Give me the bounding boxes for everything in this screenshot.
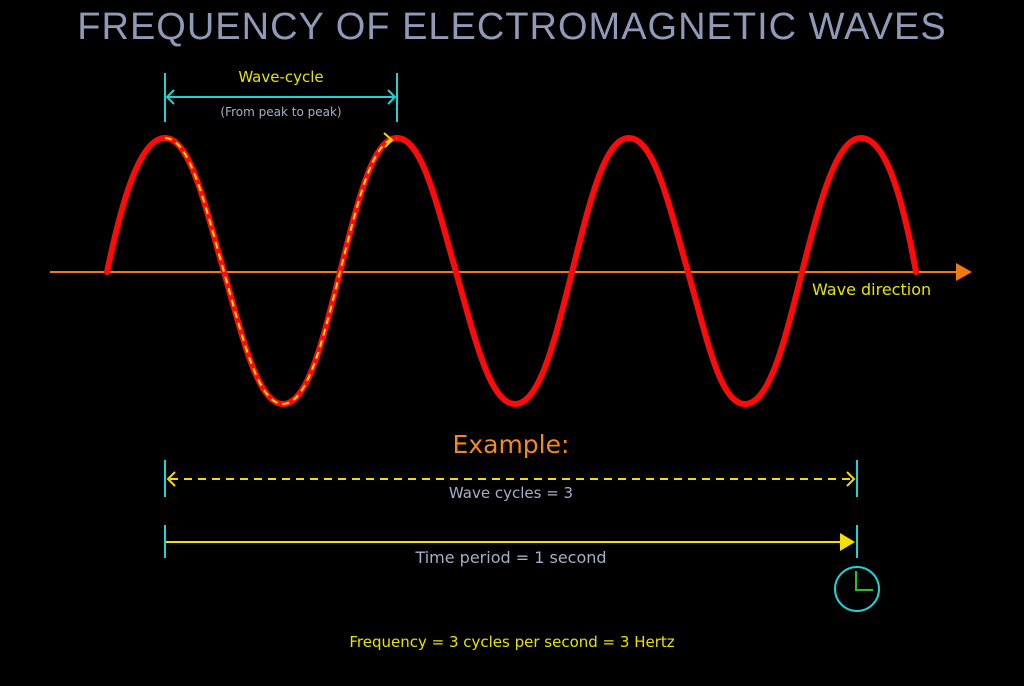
wave-cycle-label: Wave-cycle (238, 68, 324, 86)
page-title: FREQUENCY OF ELECTROMAGNETIC WAVES (77, 6, 947, 48)
wave-cycle-bracket (164, 73, 398, 122)
cycle-arrow-icon (383, 132, 394, 148)
cycles-bracket (164, 460, 858, 497)
wave-direction-label: Wave direction (812, 280, 932, 299)
wave-cycle-sublabel: (From peak to peak) (220, 105, 342, 119)
wave-direction-axis (50, 263, 972, 281)
period-arrow-icon (840, 533, 855, 551)
example-heading: Example: (452, 430, 570, 459)
wave-cycles-label: Wave cycles = 3 (448, 484, 574, 502)
clock-icon (834, 566, 880, 612)
highlighted-cycle (164, 137, 398, 406)
axis-arrow-icon (956, 263, 972, 281)
frequency-label: Frequency = 3 cycles per second = 3 Hert… (349, 633, 675, 651)
time-period-label: Time period = 1 second (415, 548, 607, 567)
time-period-arrow (164, 525, 858, 558)
sine-wave (104, 134, 919, 408)
